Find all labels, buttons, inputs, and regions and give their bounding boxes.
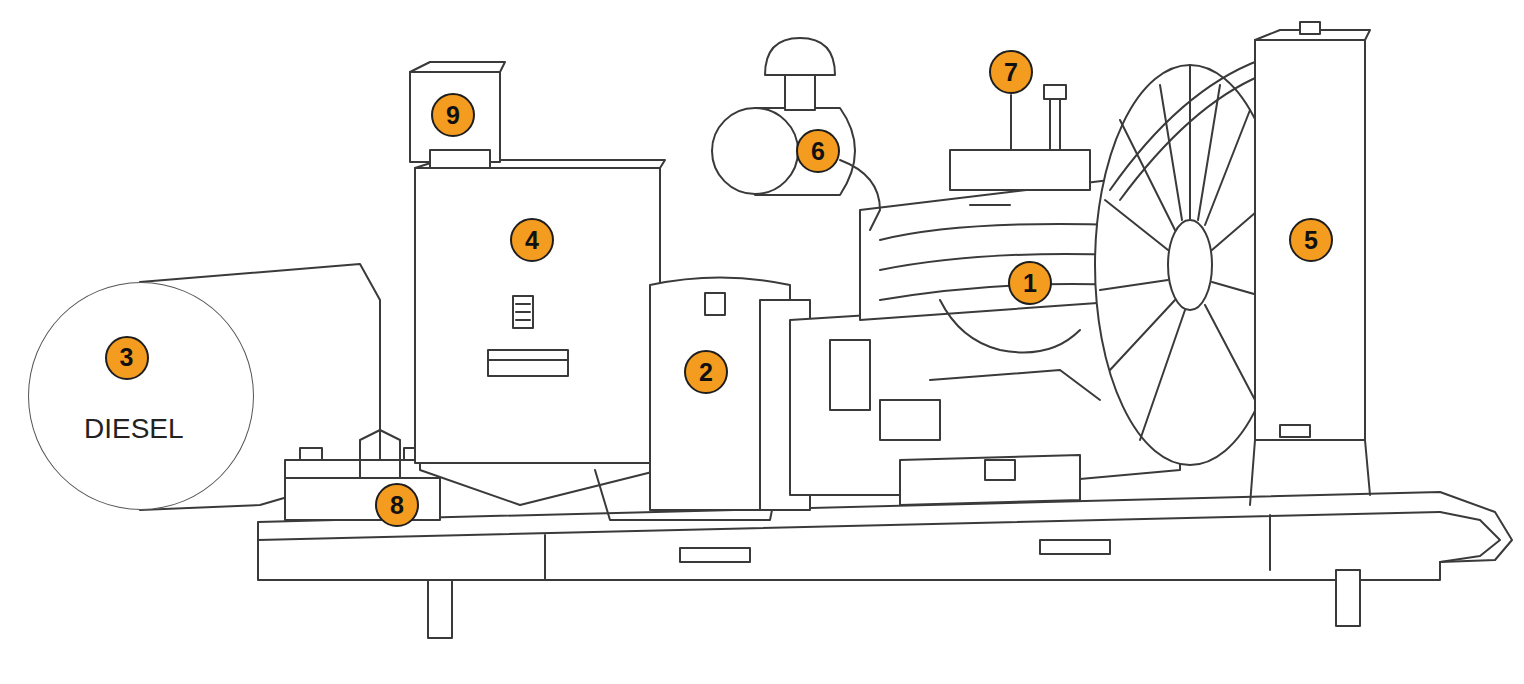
- callout-number: 1: [1008, 261, 1052, 305]
- alternator-vent: [513, 296, 533, 328]
- callout-label: 1: [1023, 271, 1037, 296]
- rocker-cover: [950, 150, 1090, 190]
- skid-foot: [428, 580, 452, 638]
- callout-number: 2: [684, 350, 728, 394]
- battery-terminal: [300, 448, 322, 460]
- control-panel-base: [430, 150, 490, 168]
- callout-number: 4: [510, 218, 554, 262]
- skid-joint: [1269, 515, 1271, 570]
- tank-label: DIESEL: [84, 415, 184, 443]
- radiator-cap: [1300, 22, 1320, 34]
- callout-number: 8: [375, 483, 419, 527]
- oil-pan: [900, 455, 1080, 505]
- skid-slot: [680, 548, 750, 562]
- breather: [1044, 85, 1066, 99]
- engine-mount: [985, 460, 1015, 480]
- alternator-housing: [415, 168, 660, 463]
- callout-label: 6: [811, 139, 825, 164]
- alternator-plate: [488, 350, 568, 376]
- callout-label: 8: [390, 493, 404, 518]
- radiator-drain: [1280, 425, 1310, 437]
- adapter-bracket: [595, 470, 780, 520]
- battery-cable: [360, 430, 400, 478]
- fan-hub: [1168, 220, 1212, 310]
- leader-line: [1010, 95, 1012, 150]
- callout-number: 7: [989, 50, 1033, 94]
- callout-number: 3: [105, 336, 149, 380]
- vent-line: [516, 303, 530, 305]
- skid-slot: [1040, 540, 1110, 554]
- plate-line: [488, 359, 568, 361]
- skid-base: [258, 492, 1512, 580]
- fan-blades: [1100, 65, 1275, 440]
- callout-label: 4: [525, 228, 539, 253]
- skid-joint: [544, 535, 546, 580]
- intake-cap: [765, 38, 835, 75]
- vent-line: [516, 311, 530, 313]
- rocker-cover-line: [970, 204, 1010, 206]
- control-panel: [410, 72, 500, 162]
- adapter-switch: [705, 293, 725, 315]
- filter: [830, 340, 870, 410]
- intake-pipe: [840, 160, 880, 230]
- fuel-tank: DIESEL 3: [28, 282, 254, 510]
- callout-label: 7: [1004, 60, 1018, 85]
- skid-end: [1440, 512, 1500, 562]
- callout-label: 2: [699, 360, 713, 385]
- callout-label: 5: [1304, 228, 1318, 253]
- control-panel-side: [410, 62, 505, 72]
- callout-label: 3: [120, 345, 134, 370]
- air-filter-end: [712, 108, 798, 194]
- starter: [880, 400, 940, 440]
- fuel-pipe: [930, 300, 1100, 400]
- battery-lid: [285, 477, 440, 479]
- skid-foot: [1336, 570, 1360, 626]
- callout-number: 9: [431, 93, 475, 137]
- radiator: [1255, 40, 1365, 440]
- engine-pipe: [1050, 95, 1060, 150]
- manifold: [880, 224, 1120, 300]
- callout-number: 6: [796, 129, 840, 173]
- callout-label: 9: [446, 103, 460, 128]
- vent-line: [516, 319, 530, 321]
- radiator-hose: [1110, 60, 1262, 200]
- callout-number: 5: [1289, 218, 1333, 262]
- radiator-stand: [1250, 440, 1370, 505]
- intake-cap-stem: [785, 75, 815, 110]
